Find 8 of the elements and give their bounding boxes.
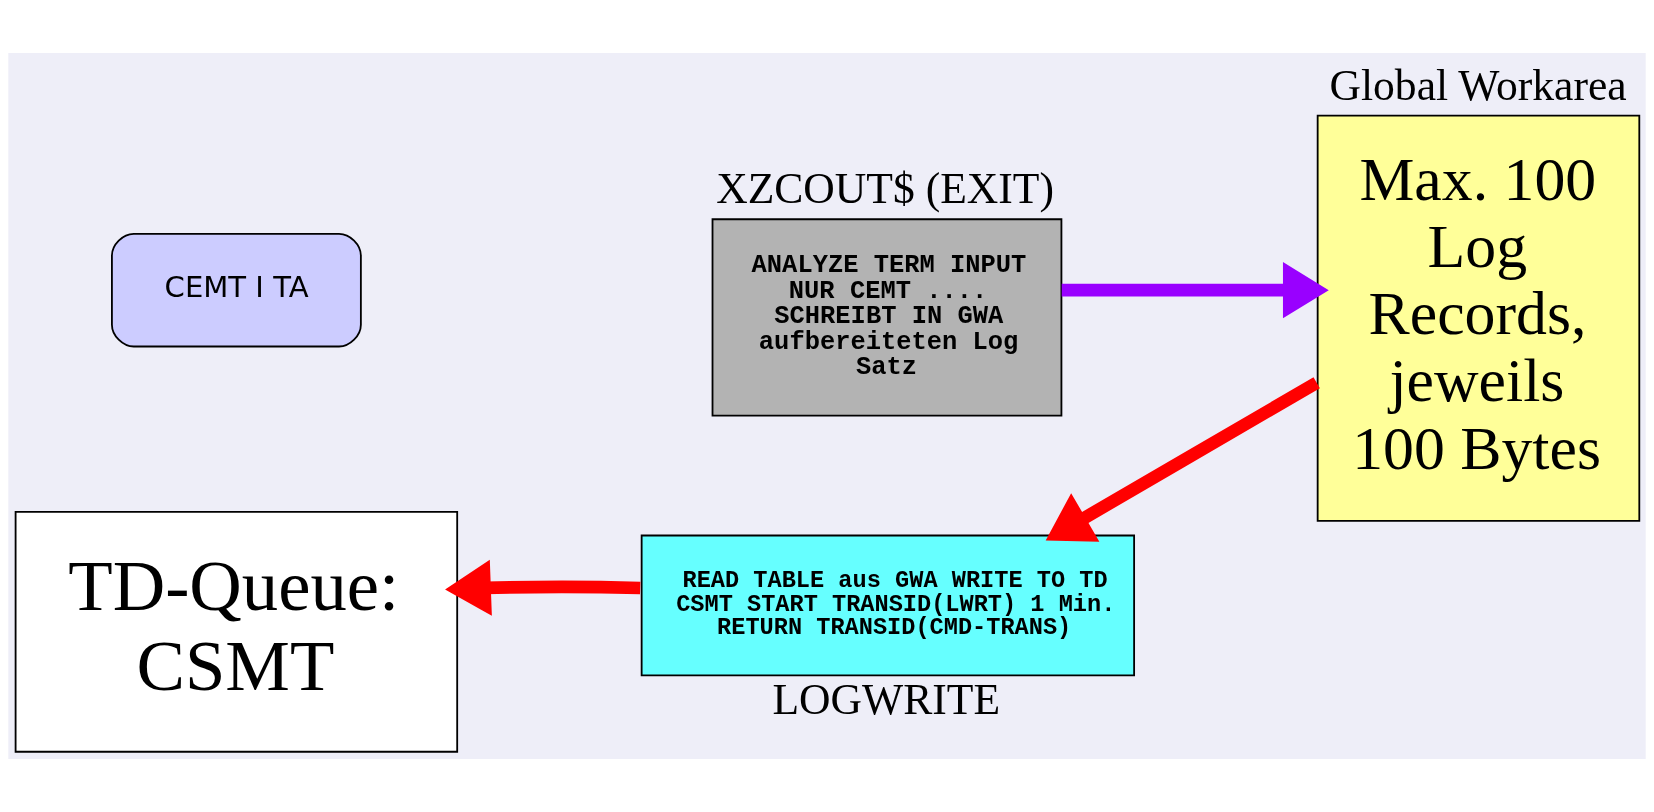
- arrow: [1045, 377, 1320, 542]
- node-label: XZCOUT$ (EXIT): [716, 164, 1055, 213]
- arrow: [1061, 262, 1329, 319]
- node-box: CEMT I TA: [111, 232, 362, 348]
- node-label: LOGWRITE: [772, 674, 1001, 723]
- node-box: TD-Queue: CSMT: [14, 510, 459, 753]
- node-label: Global Workarea: [1329, 60, 1627, 109]
- arrow: [445, 559, 641, 616]
